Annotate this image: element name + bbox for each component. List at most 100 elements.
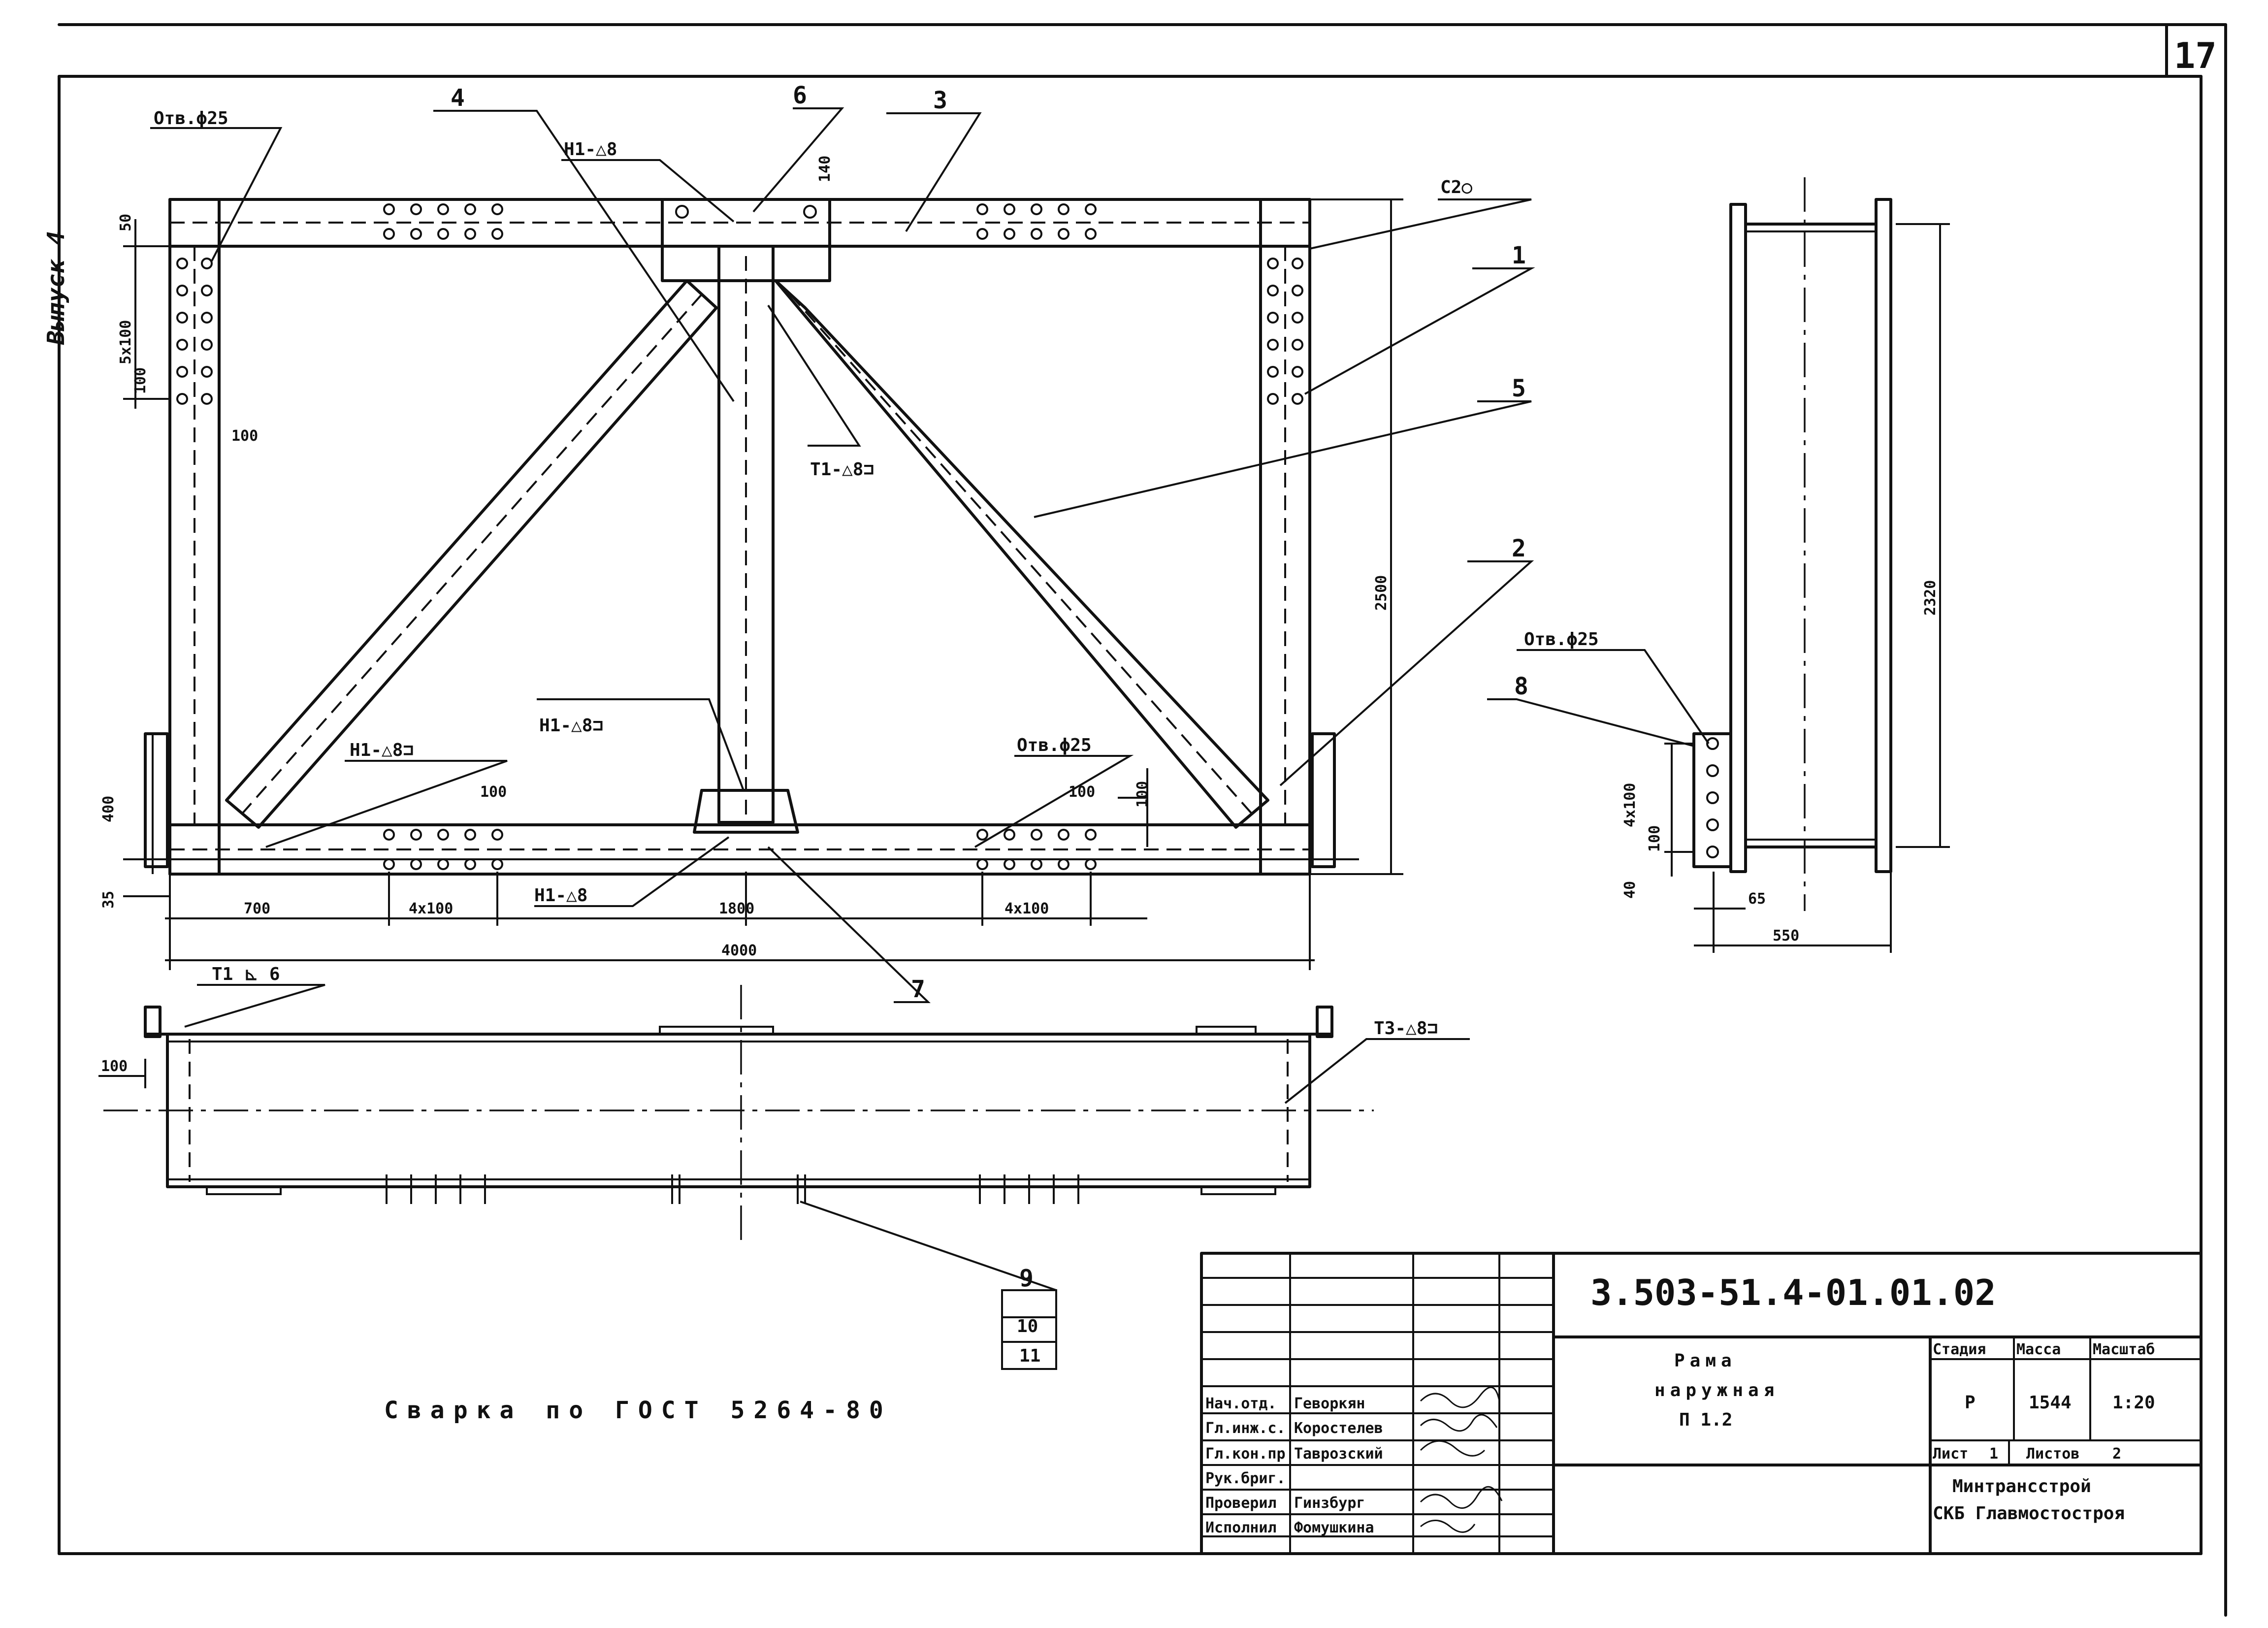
weld-h1-top: Н1-△8 <box>564 139 617 160</box>
col-mass: Масса <box>2016 1341 2061 1358</box>
dim-1800: 1800 <box>719 900 754 917</box>
role-5: Проверил <box>1205 1495 1277 1512</box>
signature-2 <box>1420 1414 1498 1432</box>
role-2: Гл.инж.с. <box>1205 1420 1286 1437</box>
side-view-labels: Отв.ϕ25 8 2320 4х100 100 40 65 550 <box>1514 580 1939 944</box>
dim-35: 35 <box>100 891 117 909</box>
bolt-column-right <box>1267 258 1303 405</box>
signature-3 <box>1420 1440 1486 1457</box>
hole-label-bottom: Отв.ϕ25 <box>1017 735 1092 755</box>
callout-4: 4 <box>451 84 465 112</box>
weld-t1: Т1-△8⊐ <box>810 459 874 480</box>
role-3: Гл.кон.пр <box>1205 1445 1286 1463</box>
side-label: Выпуск 4 <box>42 231 70 345</box>
dim-100-a: 100 <box>480 783 507 801</box>
sheets-value: 2 <box>2112 1445 2121 1463</box>
title-block <box>1200 1252 2203 1555</box>
side-view <box>1487 177 1950 953</box>
dim-50: 50 <box>117 214 134 231</box>
bolt-row-bottom-left <box>383 829 503 870</box>
designation: 3.503-51.4-01.01.02 <box>1590 1272 1996 1313</box>
callout-6: 6 <box>793 82 807 109</box>
sheet-label: Лист <box>1933 1445 1968 1463</box>
callout-1: 1 <box>1512 242 1526 269</box>
callout-7: 7 <box>911 976 925 1003</box>
side-dim-100: 100 <box>1646 825 1663 852</box>
item-name-line2: наружная <box>1654 1380 1779 1400</box>
bolt-groups-main <box>176 203 1303 870</box>
plan-dim-100: 100 <box>101 1058 128 1075</box>
callout-3: 3 <box>933 87 947 114</box>
plan-bolt-ticks-right <box>979 1174 1079 1204</box>
scale-value: 1:20 <box>2112 1393 2155 1413</box>
dim-4x100-right: 4х100 <box>1004 900 1049 917</box>
weld-h1-bottom: Н1-△8 <box>534 885 587 906</box>
side-dim-40: 40 <box>1621 881 1639 899</box>
callout-2: 2 <box>1512 535 1526 562</box>
weld-note: Сварка по ГОСТ 5264-80 <box>384 1397 892 1424</box>
name-1: Геворкян <box>1294 1395 1365 1412</box>
item-name-line3: П 1.2 <box>1679 1410 1732 1430</box>
sheets-label: Листов <box>2026 1445 2079 1463</box>
callout-5: 5 <box>1512 375 1526 402</box>
side-dim-2320: 2320 <box>1922 580 1939 616</box>
name-3: Таврозский <box>1294 1445 1383 1463</box>
dim-4000: 4000 <box>721 942 757 959</box>
title-block-text: 3.503-51.4-01.01.02 Рама наружная П 1.2 … <box>1205 1272 2155 1536</box>
dim-140: 140 <box>816 156 834 182</box>
bolt-column-left <box>176 258 213 405</box>
item-name-line1: Рама <box>1674 1351 1737 1371</box>
leaders-main <box>150 107 1535 1003</box>
dimension-lines-main <box>123 198 1403 970</box>
col-scale: Масштаб <box>2093 1341 2155 1358</box>
org-line2: СКБ Главмостостроя <box>1933 1503 2125 1524</box>
plan-callout-box <box>1001 1289 1057 1370</box>
signature-1 <box>1420 1386 1500 1408</box>
weld-c2: С2○ <box>1440 177 1472 197</box>
org-line1: Минтрансстрой <box>1952 1476 2091 1497</box>
dim-100: 100 <box>231 427 258 445</box>
callout-11: 11 <box>1019 1346 1040 1366</box>
dim-700: 700 <box>244 900 270 917</box>
dim-100-c: 100 <box>1134 781 1151 808</box>
plan-view-labels: Т1 ⊾ 6 Т3-△8⊐ 100 9 10 11 <box>101 964 1438 1370</box>
callout-10: 10 <box>1017 1316 1038 1336</box>
signature-6 <box>1420 1520 1476 1533</box>
bolt-row-top-right <box>976 203 1097 240</box>
role-6: Исполнил <box>1205 1519 1277 1536</box>
col-stage: Стадия <box>1933 1341 1986 1358</box>
callout-8: 8 <box>1514 673 1528 700</box>
dim-4x100-left: 4х100 <box>409 900 453 917</box>
name-2: Коростелев <box>1294 1420 1383 1437</box>
dim-100-b: 100 <box>1069 783 1095 801</box>
dim-2500: 2500 <box>1373 575 1390 611</box>
hole-label-top: Отв.ϕ25 <box>154 108 228 129</box>
dim-100-small: 100 <box>132 367 149 394</box>
dim-400: 400 <box>100 796 117 822</box>
weld-h1-mid: Н1-△8⊐ <box>539 716 603 736</box>
name-5: Гинзбург <box>1294 1495 1365 1512</box>
main-frame-view <box>123 198 1359 876</box>
mass-value: 1544 <box>2029 1393 2072 1413</box>
plan-bolt-ticks-left <box>386 1174 486 1204</box>
callout-9: 9 <box>1019 1265 1034 1292</box>
role-1: Нач.отд. <box>1205 1395 1277 1412</box>
plan-weld-t1: Т1 ⊾ 6 <box>212 964 280 984</box>
bolt-gusset-top <box>675 205 817 219</box>
side-dim-65: 65 <box>1748 890 1766 908</box>
name-6: Фомушкина <box>1294 1519 1374 1536</box>
stage-value: Р <box>1965 1393 1976 1413</box>
sheet-frame <box>58 23 2227 1617</box>
bolt-row-top-left <box>383 203 503 240</box>
plan-view <box>98 984 1470 1291</box>
plan-weld-t3: Т3-△8⊐ <box>1374 1018 1438 1039</box>
main-view-labels: Отв.ϕ25 Н1-△8 Т1-△8⊐ С2○ Н1-△8⊐ Н1-△8⊐ Н… <box>100 82 1526 1003</box>
role-4: Рук.бриг. <box>1205 1470 1286 1487</box>
side-dim-4x100: 4х100 <box>1621 783 1639 827</box>
signature-5 <box>1420 1486 1503 1509</box>
side-dim-550: 550 <box>1773 927 1799 944</box>
side-hole-label: Отв.ϕ25 <box>1524 629 1599 650</box>
sheet-number: 17 <box>2174 35 2217 76</box>
weld-h1-left: Н1-△8⊐ <box>350 740 414 760</box>
